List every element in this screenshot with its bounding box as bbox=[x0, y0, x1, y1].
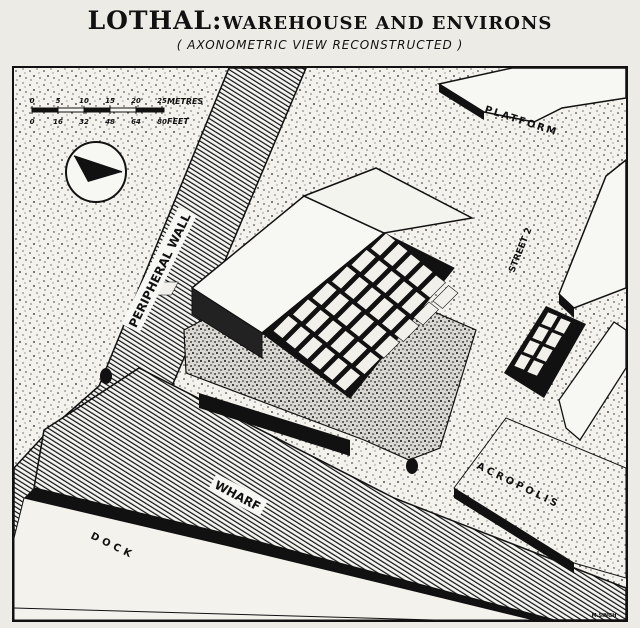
warehouse-cell bbox=[388, 280, 414, 305]
warehouse-cell bbox=[381, 307, 407, 332]
warehouse-cell bbox=[311, 282, 338, 306]
scale-tick-label: 48 bbox=[105, 118, 115, 126]
acropolis-edge bbox=[454, 488, 574, 573]
wharf-edge bbox=[24, 488, 554, 620]
warehouse-cell bbox=[335, 367, 361, 392]
scale-metres-unit: METRES bbox=[167, 97, 204, 106]
scale-feet-unit: FEET bbox=[167, 117, 189, 126]
scale-tick-label: 64 bbox=[131, 118, 141, 126]
scale-tick-label: 25 bbox=[157, 97, 167, 105]
scale-tick-label: 20 bbox=[131, 97, 141, 105]
house-room bbox=[535, 345, 554, 363]
warehouse-south-wall bbox=[199, 393, 350, 456]
platform-block bbox=[437, 68, 626, 123]
east-building bbox=[558, 159, 626, 309]
warehouse-cell bbox=[272, 315, 299, 339]
warehouse-cell bbox=[413, 301, 439, 326]
page-title: LOTHAL:WAREHOUSE AND ENVIRONS bbox=[0, 6, 640, 35]
page-subtitle: ( AXONOMETRIC VIEW RECONSTRUCTED ) bbox=[176, 38, 464, 52]
warehouse-cell bbox=[356, 286, 382, 311]
house-room bbox=[544, 331, 563, 349]
east-building-edge bbox=[559, 294, 574, 318]
warehouse-cell bbox=[354, 351, 381, 375]
house-room bbox=[553, 317, 572, 335]
house-room bbox=[531, 325, 550, 343]
scale-tick-label: 0 bbox=[30, 97, 35, 105]
warehouse-cell bbox=[350, 249, 377, 273]
warehouse-west-wall bbox=[191, 287, 263, 359]
warehouse-cell bbox=[432, 285, 459, 309]
scale-tick-label: 10 bbox=[79, 97, 89, 105]
warehouse-cell bbox=[322, 357, 349, 381]
warehouse-cell bbox=[343, 276, 370, 300]
scale-tick-label: 32 bbox=[79, 118, 89, 126]
scale-tick-label: 15 bbox=[105, 97, 115, 105]
warehouse-cell bbox=[297, 336, 324, 360]
scale-tick-label: 5 bbox=[56, 97, 61, 105]
north-arrow-icon bbox=[65, 141, 127, 203]
warehouse-cell bbox=[349, 313, 375, 338]
dock-area bbox=[14, 497, 535, 620]
warehouse-cell bbox=[292, 298, 318, 323]
signature: M.SINGH bbox=[592, 613, 617, 619]
warehouse-cell bbox=[407, 264, 434, 288]
warehouse-north-block bbox=[302, 167, 475, 234]
warehouse-cell bbox=[374, 334, 400, 359]
warehouse-cell bbox=[368, 297, 395, 321]
scale-bar bbox=[31, 107, 165, 113]
title-rest: WAREHOUSE AND ENVIRONS bbox=[222, 13, 553, 34]
warehouse-cell bbox=[317, 319, 343, 344]
warehouse-cell bbox=[382, 243, 409, 267]
warehouse-cell bbox=[420, 274, 446, 299]
title-main: LOTHAL: bbox=[87, 6, 223, 35]
warehouse-cell bbox=[310, 346, 336, 371]
scale-tick-label: 16 bbox=[53, 118, 63, 126]
warehouse-cell bbox=[393, 318, 420, 342]
warehouse-cells bbox=[272, 232, 459, 392]
warehouse-cell bbox=[304, 309, 331, 333]
warehouse-cell bbox=[331, 265, 357, 290]
warehouse-cell bbox=[400, 291, 427, 315]
scale-feet-ticks: 0 16 32 48 64 80 bbox=[30, 106, 167, 126]
human-figure-left bbox=[100, 368, 112, 384]
dock-line bbox=[14, 607, 435, 620]
warehouse-cell bbox=[336, 303, 363, 327]
house-room bbox=[522, 339, 541, 357]
house-room bbox=[540, 311, 559, 329]
peripheral-wall-label-bg bbox=[121, 207, 197, 333]
scale-tick-label: 80 bbox=[157, 118, 167, 126]
warehouse-cell bbox=[342, 340, 368, 365]
warehouse-cell bbox=[363, 259, 389, 284]
warehouse-cell bbox=[361, 324, 388, 348]
scale-tick-label: 0 bbox=[30, 118, 35, 126]
warehouse-cell bbox=[324, 292, 350, 317]
warehouse-cell bbox=[329, 330, 356, 354]
warehouse-cell bbox=[375, 270, 402, 294]
wharf-label-bg bbox=[208, 473, 268, 517]
human-figure-center bbox=[406, 458, 418, 474]
platform-edge bbox=[439, 84, 484, 120]
house-room bbox=[526, 359, 545, 377]
warehouse-cell bbox=[395, 253, 421, 278]
warehouse-cell bbox=[285, 325, 311, 350]
warehouse-cell bbox=[370, 232, 396, 257]
house-room bbox=[513, 353, 532, 371]
acropolis-houses bbox=[504, 306, 626, 441]
